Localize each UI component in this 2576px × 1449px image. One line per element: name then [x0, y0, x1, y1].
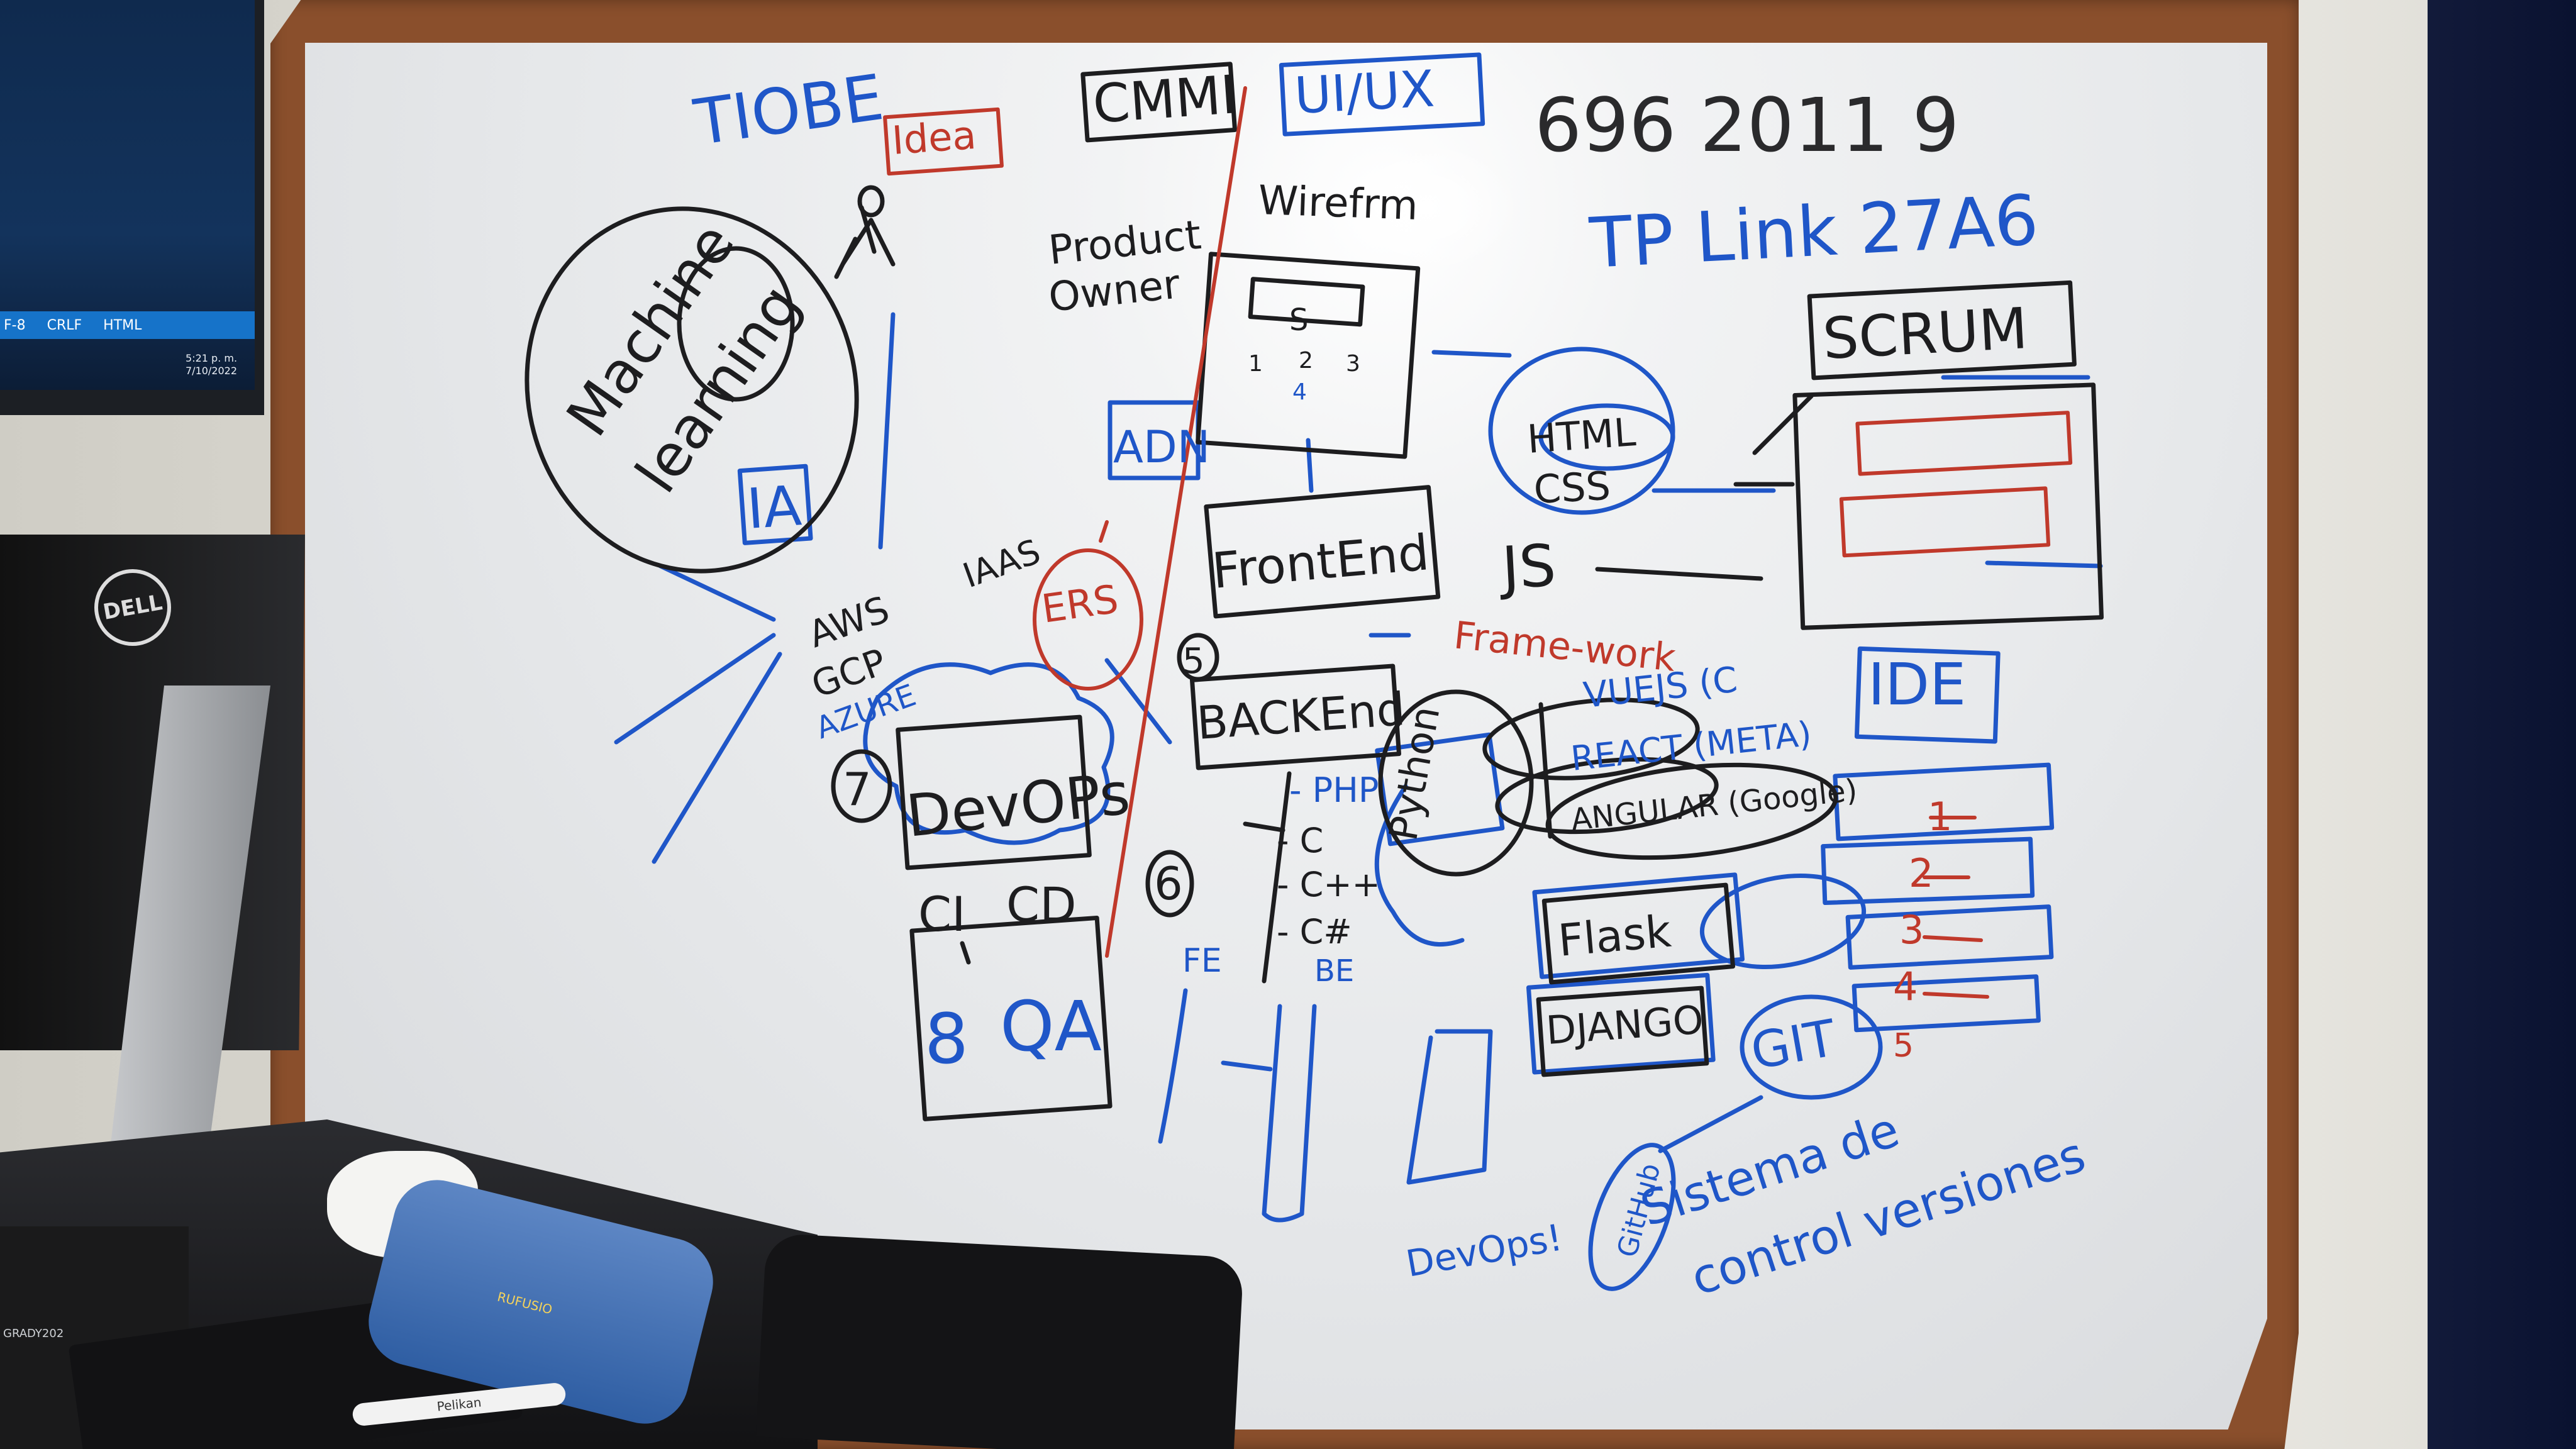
c-label: - C [1277, 821, 1323, 860]
ui-num-4: 4 [1292, 379, 1307, 405]
css-label: CSS [1533, 463, 1612, 513]
aws-label: AWS [803, 588, 895, 657]
monitor-clock: 5:21 p. m. 7/10/2022 [186, 352, 237, 377]
ci-label: CI [918, 886, 965, 942]
monitor: F-8 CRLF HTML 5:21 p. m. 7/10/2022 [0, 0, 264, 415]
list-num-4: 4 [1893, 963, 1918, 1009]
pc-label: GRADY202 [3, 1327, 64, 1340]
csharp-label: - C# [1277, 912, 1352, 952]
dark-curtain [2428, 0, 2576, 1449]
cpp-label: - C++ [1277, 865, 1380, 904]
list-num-1: 1 [1928, 794, 1952, 840]
tiobe-label: TIOBE [689, 60, 887, 160]
taskbar-line-ending: CRLF [47, 317, 82, 333]
s-box-label: S [1289, 303, 1308, 338]
iaas-label: IAAS [958, 531, 1046, 596]
ui-num-2: 2 [1299, 348, 1313, 374]
devops-box-label: DevOPs [903, 760, 1133, 850]
backend-label: BACKEnd [1195, 682, 1407, 750]
cd-label: CD [1006, 877, 1077, 933]
tplink-label: TP Link 27A6 [1587, 180, 2041, 284]
ide-label: IDE [1868, 651, 1966, 718]
light-glare [1333, 138, 1522, 277]
frontend-label: FrontEnd [1210, 525, 1431, 600]
fe-label: FE [1182, 942, 1222, 980]
clock-date: 7/10/2022 [186, 365, 238, 377]
qa-label: QA [1000, 986, 1102, 1067]
scrum-label: SCRUM [1821, 296, 2029, 372]
clock-time: 5:21 p. m. [186, 352, 238, 364]
django-label: DJANGO [1545, 997, 1705, 1053]
php-label: - PHP [1289, 770, 1379, 810]
num-5: 5 [1182, 641, 1205, 682]
list-num-2: 2 [1909, 850, 1933, 896]
devops-label: DevOps! [1403, 1216, 1566, 1285]
product-owner-line1: Product [1046, 212, 1203, 274]
num-7: 7 [843, 763, 872, 816]
html-label: HTML [1526, 409, 1638, 462]
ui-num-3: 3 [1346, 351, 1360, 377]
be-label: BE [1314, 953, 1354, 989]
phone-number: 696 2011 9 [1535, 82, 1960, 169]
ui-num-1: 1 [1248, 351, 1263, 377]
idea-label: Idea [891, 112, 978, 164]
js-label: JS [1497, 532, 1558, 602]
list-num-3: 3 [1899, 907, 1924, 953]
cmmi-label: CMMI [1091, 64, 1239, 135]
taskbar-language: HTML [103, 317, 142, 333]
git-label: GIT [1746, 1009, 1841, 1081]
uiux-label: UI/UX [1293, 59, 1436, 125]
monitor-taskbar: F-8 CRLF HTML [0, 311, 255, 339]
flask-label: Flask [1556, 906, 1674, 967]
adn-label: ADN [1113, 421, 1210, 473]
taskbar-encoding: F-8 [4, 317, 26, 333]
black-bag [756, 1233, 1244, 1449]
ia-label: IA [745, 473, 803, 541]
list-num-5: 5 [1893, 1027, 1914, 1065]
num-6: 6 [1154, 857, 1183, 910]
wireframe-label: Wirefrm [1257, 177, 1418, 230]
ers-label: ERS [1039, 576, 1121, 632]
num-8: 8 [924, 999, 969, 1079]
